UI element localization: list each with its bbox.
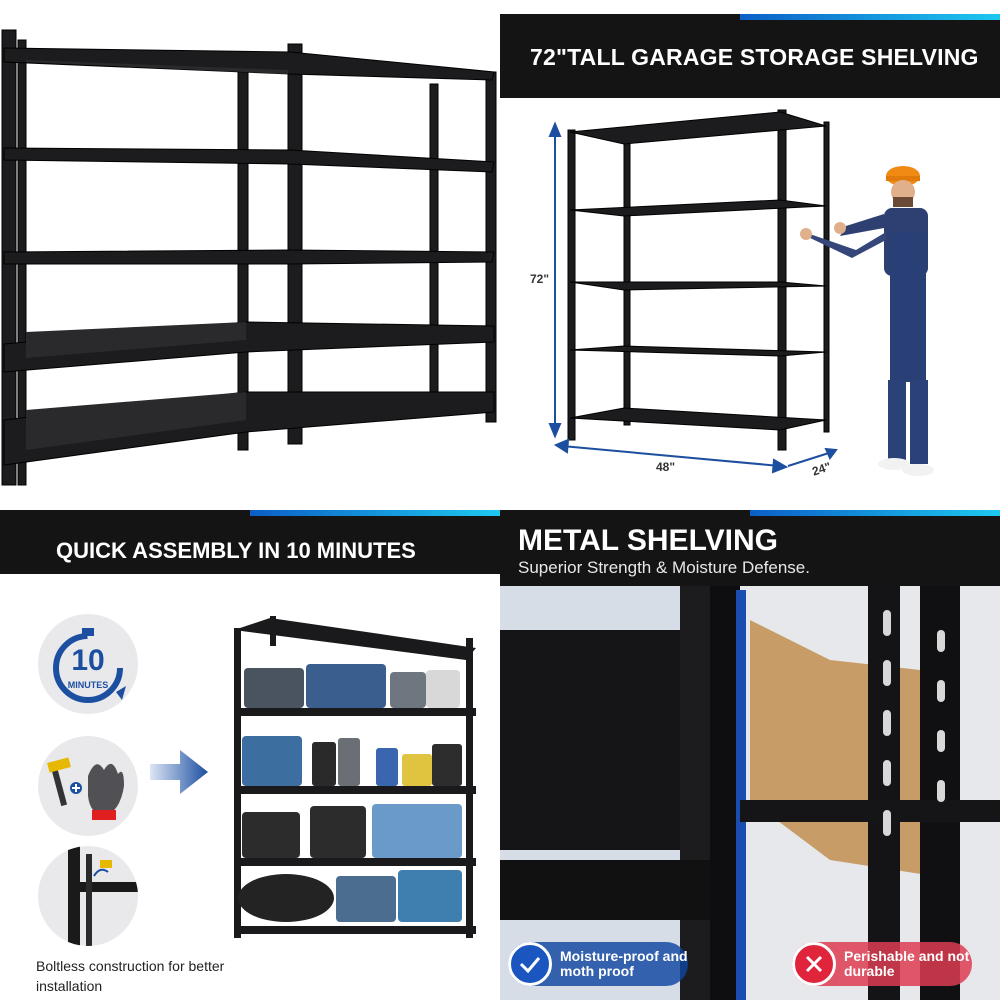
slot-circle (38, 846, 138, 946)
check-icon (508, 942, 552, 986)
moisture-proof-badge: Moisture-proof and moth proof (508, 942, 688, 986)
dimensions-banner: 72"TALL GARAGE STORAGE SHELVING (500, 14, 1000, 98)
x-icon (792, 942, 836, 986)
timer-unit: MINUTES (67, 680, 109, 690)
shelving-dimension-diagram (548, 109, 934, 476)
material-title: METAL SHELVING (518, 524, 779, 557)
material-panel: METAL SHELVING Superior Strength & Moist… (500, 500, 1000, 1000)
perishable-badge: Perishable and not durable (792, 942, 972, 986)
assembly-panel: QUICK ASSEMBLY IN 10 MINUTES 10 MINUTES (0, 500, 500, 1000)
banner-accent-stripe (740, 14, 1000, 20)
assembly-banner: QUICK ASSEMBLY IN 10 MINUTES (0, 510, 500, 574)
arrow-right-icon (150, 750, 208, 794)
width-dimension-label: 48" (656, 460, 676, 474)
height-dimension-label: 72" (530, 272, 550, 286)
material-subtitle: Superior Strength & Moisture Defense. (518, 558, 810, 577)
tools-circle (38, 736, 138, 836)
double-shelving-illustration (1, 29, 497, 486)
timer-number: 10 (71, 644, 105, 677)
banner-accent-stripe (750, 510, 1000, 516)
loaded-shelving-illustration (234, 616, 476, 938)
assembly-caption: Boltless construction for better install… (36, 958, 225, 994)
double-shelving-photo (0, 0, 500, 500)
worker-figure (800, 166, 934, 476)
assembly-title: QUICK ASSEMBLY IN 10 MINUTES (56, 538, 416, 563)
material-banner: METAL SHELVING Superior Strength & Moist… (500, 510, 1000, 586)
stopwatch-icon (53, 628, 126, 703)
timer-circle: 10 MINUTES (38, 614, 138, 714)
closeup-photo (500, 586, 1000, 1000)
hammer-gloves-icon (47, 757, 124, 820)
boltless-slot-icon (68, 846, 138, 946)
moisture-proof-text: Moisture-proof and moth proof (560, 948, 688, 979)
perishable-text: Perishable and not durable (844, 948, 970, 979)
banner-accent-stripe (250, 510, 500, 516)
dimensions-title: 72"TALL GARAGE STORAGE SHELVING (530, 44, 979, 70)
dimensions-panel: 72"TALL GARAGE STORAGE SHELVING (500, 0, 1000, 500)
